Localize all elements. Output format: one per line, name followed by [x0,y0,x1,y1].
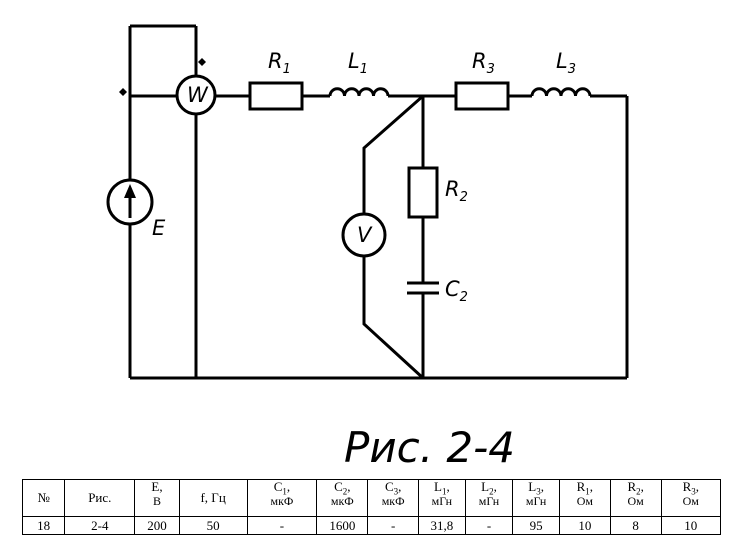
header-unit: Ом [576,494,593,508]
header-main: C [273,479,283,494]
wattmeter-mark-voltage [198,58,206,66]
header-main: L [434,479,442,494]
voltmeter-symbol [341,212,387,258]
header-unit: мкФ [270,494,294,508]
table-cell: 95 [512,516,560,535]
l1-label: L1 [348,49,368,77]
header-subscript: 3 [393,486,399,497]
resistor-r1 [248,81,304,111]
source-e-symbol [106,178,154,226]
header-subscript: 1 [441,486,447,497]
header-main: C [384,479,394,494]
table-header-cell: C3,мкФ [367,479,420,517]
header-main: E, [151,479,163,494]
header-main: f, Гц [200,490,226,505]
header-main: L [528,479,537,494]
wire-v-top [362,94,424,214]
table-cell: 1600 [316,516,369,535]
table-cell: 18 [21,516,66,535]
table-cell: - [367,516,420,535]
figure-caption: Рис. 2-4 [344,423,515,472]
table-header-cell: L2,мГн [464,479,514,517]
table-cell: 50 [178,516,248,535]
table-header-cell: C1,мкФ [246,479,318,517]
header-unit: мкФ [381,494,405,508]
header-main: № [37,490,50,505]
table-header-cell: Рис. [64,479,136,517]
table-header-cell: № [21,479,66,517]
header-subscript: 3 [691,486,696,497]
header-main: R [627,479,637,494]
table-cell: 10 [558,516,611,535]
header-unit: мГн [478,494,500,508]
header-subscript: 2 [636,486,641,497]
table-header-cell: R3,Ом [660,479,722,517]
source-label: E [152,216,166,240]
l3-label: L3 [556,49,576,77]
header-subscript: 2 [342,486,348,497]
table-header-cell: E,B [134,479,180,517]
header-unit: мГн [525,494,547,508]
table-cell: 31,8 [418,516,466,535]
table-cell: - [246,516,318,535]
header-main: Рис. [88,490,112,505]
table-header-cell: C2,мкФ [316,479,369,517]
table-cell: 10 [660,516,722,535]
table-header-cell: L1,мГн [418,479,466,517]
resistor-r3 [454,81,510,111]
inductor-l3 [530,87,592,97]
wire-v-bottom [362,256,425,380]
header-main: R [682,479,692,494]
header-unit: Ом [627,494,644,508]
circuit-diagram: W V E R1 L1 R3 L3 R2 C2 Рис. 2-4 [106,24,629,472]
voltmeter-label: V [357,223,373,247]
header-main: R [576,479,586,494]
wattmeter-mark-current [119,88,127,96]
r2-label: R2 [445,177,468,205]
r1-label: R1 [268,49,291,77]
header-subscript: 1 [585,486,590,497]
table-cell: 200 [134,516,180,535]
source-arrow-head [124,184,136,198]
header-unit: Ом [682,494,699,508]
header-main: L [481,479,490,494]
table-header-cell: R2,Ом [609,479,662,517]
resistor-r2 [407,166,439,219]
wattmeter-symbol [175,74,217,116]
table-cell: 8 [609,516,662,535]
table-header-cell: L3,мГн [512,479,560,517]
table-header-cell: f, Гц [178,479,248,517]
header-subscript: 1 [282,486,287,497]
inductor-l1 [328,87,390,97]
table-header-cell: R1,Ом [558,479,611,517]
r3-label: R3 [472,49,495,77]
header-unit: мГн [431,494,453,508]
wattmeter-label: W [187,83,209,107]
c2-label: C2 [445,277,468,305]
header-unit: мкФ [330,494,354,508]
header-subscript: 2 [489,486,494,497]
header-subscript: 3 [536,486,541,497]
table-cell: - [464,516,514,535]
header-main: C [334,479,343,494]
header-unit: B [152,494,161,508]
table-cell: 2-4 [64,516,136,535]
